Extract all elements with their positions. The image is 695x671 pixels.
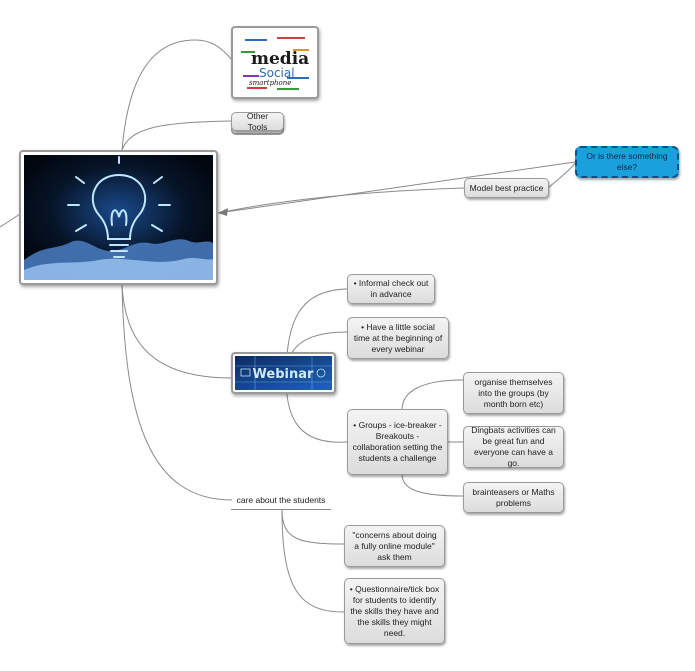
node-concerns[interactable]: "concerns about doing a fully online mod…: [344, 525, 445, 567]
connector-line: [0, 213, 21, 228]
webinar-image: Webinar: [235, 356, 332, 390]
node-or-something-else[interactable]: Or is there something else?: [575, 146, 679, 178]
webinar-label: Webinar: [253, 367, 314, 382]
node-label: • Questionnaire/tick box for students to…: [349, 583, 440, 638]
central-image-frame[interactable]: [19, 150, 218, 285]
node-other-tools[interactable]: Other Tools: [231, 110, 284, 132]
connector-line: [281, 509, 345, 613]
node-label: • Informal check out in advance: [353, 278, 429, 299]
node-label: care about the students: [236, 495, 326, 505]
node-label: Dingbats activities can be great fun and…: [471, 425, 556, 468]
node-label: organise themselves into the groups (by …: [474, 376, 553, 409]
node-brainteasers[interactable]: brainteasers or Maths problems: [463, 482, 564, 513]
connector-line: [121, 120, 233, 151]
connector-line: [121, 284, 233, 501]
node-label: brainteasers or Maths problems: [472, 486, 555, 508]
connector-line: [401, 473, 464, 497]
connector-line: [121, 39, 233, 151]
connector-line: [281, 509, 345, 545]
node-label: Other Tools: [246, 110, 269, 132]
node-groups[interactable]: • Groups - ice-breaker - Breakouts - col…: [347, 409, 448, 475]
word-cloud-smartphone: smartphone: [249, 79, 291, 87]
node-label: • Groups - ice-breaker - Breakouts - col…: [352, 420, 443, 463]
arrow-head: [218, 208, 228, 216]
node-questionnaire[interactable]: • Questionnaire/tick box for students to…: [344, 578, 445, 644]
connector-line: [547, 161, 577, 189]
node-label: Model best practice: [469, 182, 544, 193]
node-label: • Have a little social time at the begin…: [353, 321, 443, 354]
word-cloud-image: media Social smartphone: [237, 32, 313, 93]
node-care-about-students[interactable]: care about the students: [231, 492, 331, 510]
connector-line: [217, 161, 576, 214]
node-model-best-practice[interactable]: Model best practice: [464, 178, 549, 198]
webinar-image-frame[interactable]: Webinar: [231, 352, 336, 394]
node-social-time[interactable]: • Have a little social time at the begin…: [347, 317, 449, 359]
word-cloud-image-frame[interactable]: media Social smartphone: [231, 26, 319, 99]
connector-line: [217, 187, 465, 214]
node-organise-groups[interactable]: organise themselves into the groups (by …: [463, 372, 564, 414]
node-informal-check-out[interactable]: • Informal check out in advance: [347, 274, 435, 304]
node-label: "concerns about doing a fully online mod…: [352, 529, 437, 562]
word-cloud-media: media: [251, 49, 309, 69]
node-label: Or is there something else?: [586, 151, 668, 172]
node-dingbats[interactable]: Dingbats activities can be great fun and…: [463, 425, 564, 468]
connector-line: [401, 379, 464, 411]
word-cloud-social: Social: [259, 66, 295, 80]
lightbulb-image: [24, 155, 213, 280]
connector-line: [121, 284, 233, 379]
